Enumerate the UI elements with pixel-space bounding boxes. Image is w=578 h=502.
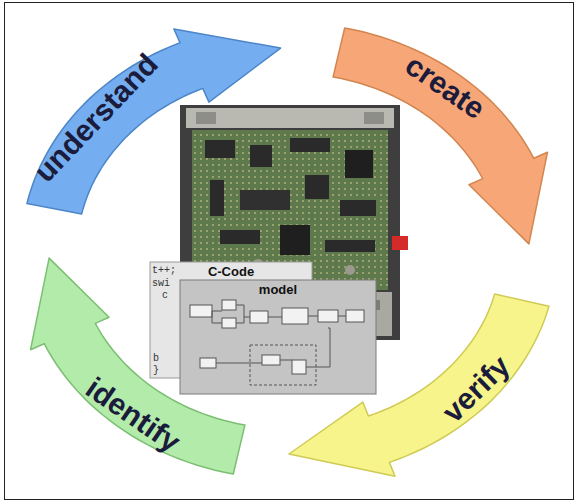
arrow-outline <box>289 294 549 476</box>
code-snippet: t++; <box>152 266 176 276</box>
arrow-outline <box>27 29 281 214</box>
frame <box>5 3 574 500</box>
card-title: model <box>180 280 376 297</box>
code-snippet: b <box>153 354 159 364</box>
cycle-arrow: create <box>331 25 550 246</box>
code-snippet: } <box>153 366 159 376</box>
arrow-outline <box>31 258 245 474</box>
code-card: C-Code <box>150 262 312 378</box>
arrow-outline <box>333 28 547 244</box>
model-card <box>180 280 376 394</box>
cycle-arrow: understand <box>24 27 283 216</box>
arrow-shape <box>331 25 550 246</box>
code-snippet: swi <box>152 279 170 289</box>
arrow-shape <box>24 27 283 216</box>
cycle-arrow: verify <box>287 292 552 479</box>
code-snippet: c <box>162 291 168 301</box>
arrow-shape <box>28 256 247 477</box>
cycle-arrow: identify <box>28 256 247 477</box>
arrow-shape <box>287 292 552 479</box>
model-card: model <box>180 280 376 394</box>
